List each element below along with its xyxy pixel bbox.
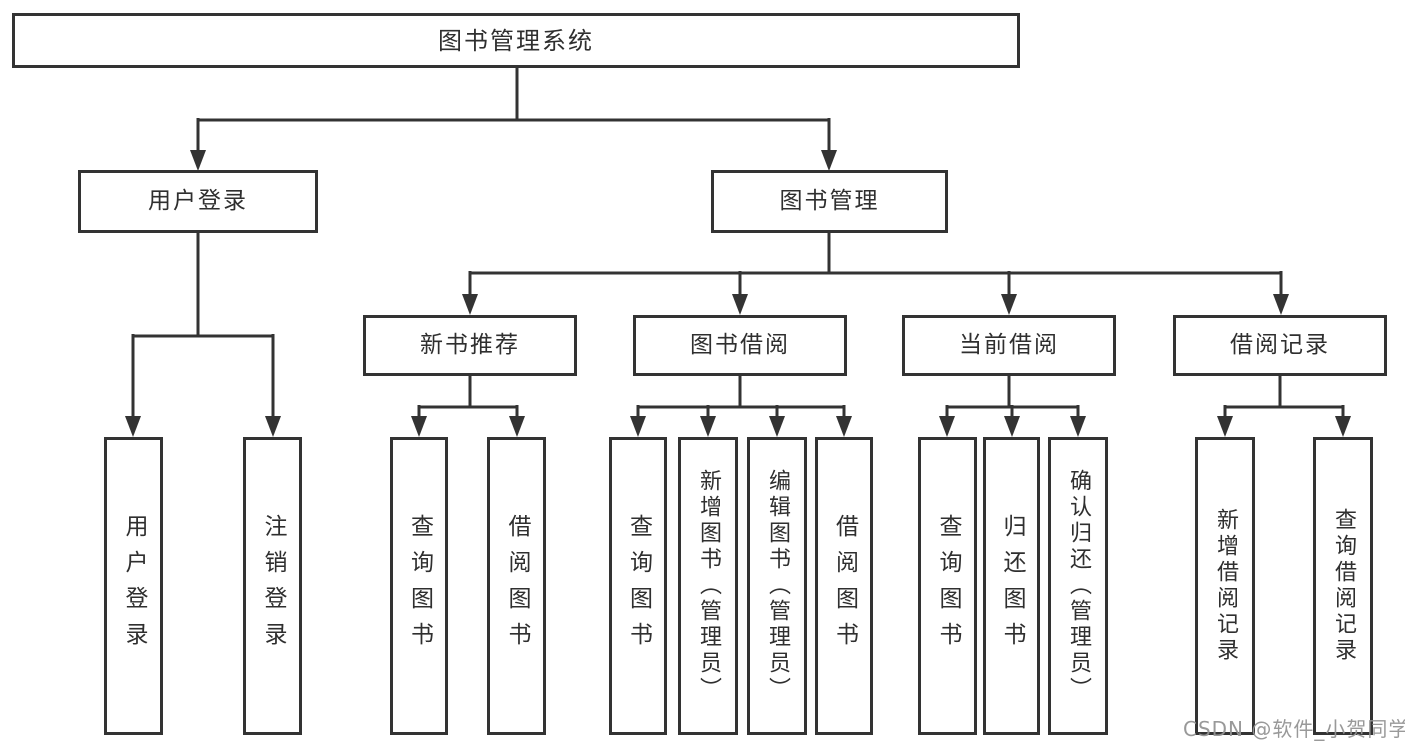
connector-current-borrow-to-leaves [945, 376, 1080, 418]
node-label: 用户登录 [121, 514, 147, 658]
node-label: 注销登录 [260, 514, 286, 658]
node-label: 归还图书 [999, 514, 1025, 658]
node-book-management: 图书管理 [711, 170, 948, 233]
leaf-query-books-3: 查询图书 [918, 437, 977, 735]
arrowheads-book-borrow [630, 416, 852, 437]
node-label: 图书借阅 [690, 332, 790, 358]
node-label: 用户登录 [148, 188, 248, 214]
node-label: 图书管理系统 [438, 26, 594, 55]
connector-borrow-records-to-leaves [1223, 376, 1345, 418]
node-label: 借阅图书 [504, 514, 530, 658]
arrowheads-root-to-level2 [190, 150, 837, 171]
leaf-logout: 注销登录 [243, 437, 302, 735]
arrowheads-borrow-records [1217, 416, 1351, 437]
node-new-book-recommendation: 新书推荐 [363, 315, 577, 376]
leaf-add-borrow-record: 新增借阅记录 [1195, 437, 1255, 735]
node-label: 新增借阅记录 [1213, 508, 1238, 664]
node-label: 查询图书 [406, 514, 433, 658]
node-label: 图书管理 [779, 188, 880, 214]
node-label: 新增图书（管理员） [696, 469, 721, 703]
leaf-confirm-return-admin: 确认归还（管理员） [1048, 437, 1108, 735]
leaf-borrow-books-2: 借阅图书 [815, 437, 873, 735]
node-label: 当前借阅 [959, 332, 1059, 358]
node-label: 查询图书 [625, 514, 652, 658]
connector-root-to-level2 [196, 68, 831, 152]
leaf-add-book-admin: 新增图书（管理员） [678, 437, 738, 735]
arrowheads-new-book [411, 416, 525, 437]
leaf-edit-book-admin: 编辑图书（管理员） [747, 437, 807, 735]
leaf-query-books-1: 查询图书 [390, 437, 448, 735]
csdn-watermark: CSDN @软件_小贺同学 [1183, 717, 1405, 741]
node-user-login: 用户登录 [78, 170, 318, 233]
node-label: 编辑图书（管理员） [765, 469, 790, 703]
node-label: 查询借阅记录 [1331, 508, 1356, 664]
arrowheads-user-login [125, 416, 281, 437]
arrowheads-current-borrow [939, 416, 1086, 437]
node-current-borrowing: 当前借阅 [902, 315, 1116, 376]
node-book-borrowing: 图书借阅 [633, 315, 847, 376]
connector-book-borrow-to-leaves [636, 376, 846, 418]
node-label: 新书推荐 [420, 332, 520, 358]
node-label: 借阅记录 [1230, 332, 1330, 358]
node-library-management-system: 图书管理系统 [12, 13, 1020, 68]
connector-book-management-to-level3 [468, 233, 1283, 296]
node-label: 借阅图书 [831, 514, 858, 658]
connector-new-book-to-leaves [417, 376, 519, 418]
node-label: 确认归还（管理员） [1066, 469, 1091, 703]
node-borrowing-records: 借阅记录 [1173, 315, 1387, 376]
connector-user-login-to-leaves [131, 233, 275, 418]
leaf-query-borrow-record: 查询借阅记录 [1313, 437, 1373, 735]
leaf-return-book: 归还图书 [983, 437, 1040, 735]
leaf-borrow-books-1: 借阅图书 [487, 437, 546, 735]
leaf-query-books-2: 查询图书 [609, 437, 667, 735]
node-label: 查询图书 [935, 514, 961, 658]
leaf-user-login: 用户登录 [104, 437, 163, 735]
arrowheads-book-management [462, 294, 1289, 315]
